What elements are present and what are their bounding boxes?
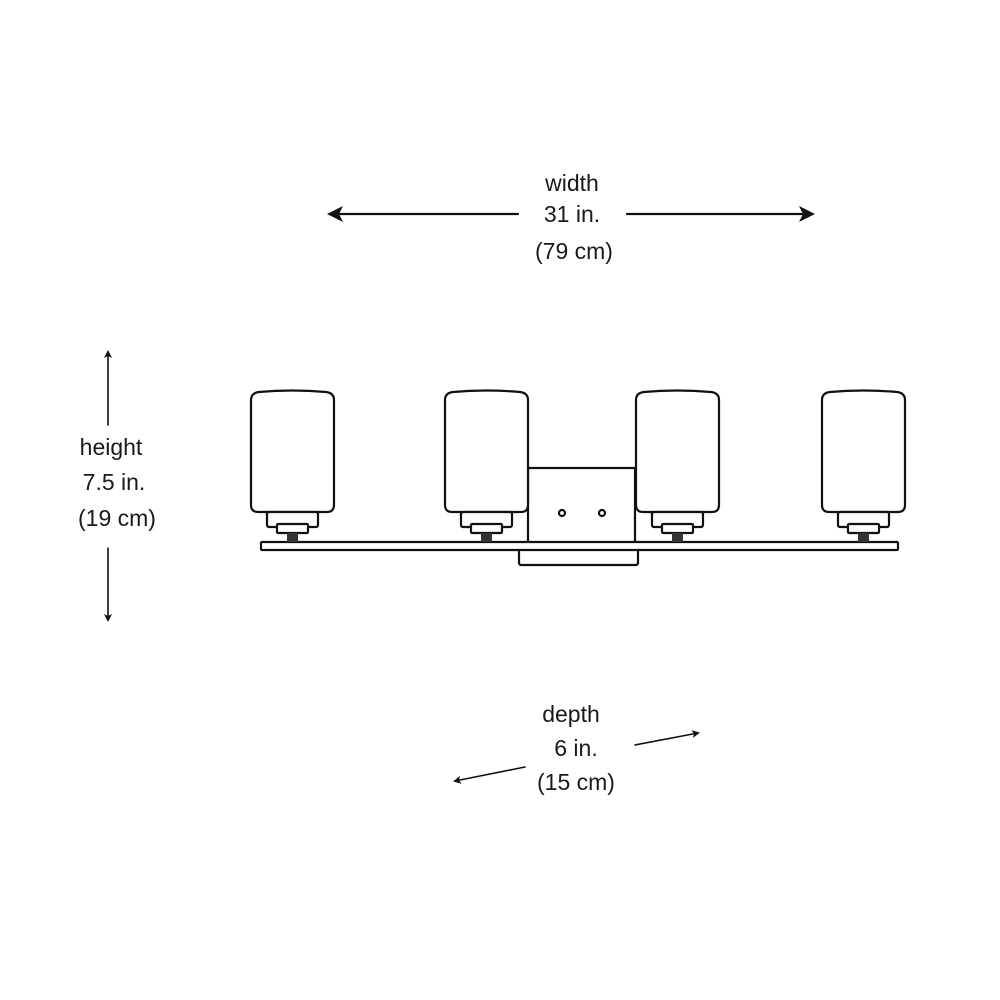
socket-cup [275,522,310,535]
depth-arrow-back [453,766,526,784]
height-label: height [80,434,143,460]
socket-stem [672,533,683,542]
width-dimension: width 31 in. (79 cm) [327,170,815,264]
socket-stem [858,533,869,542]
glass-shade [820,389,907,542]
socket-stem [287,533,298,542]
socket-cup [660,522,695,535]
socket-stem [481,533,492,542]
mount-screw [557,508,567,518]
mount-screw [597,508,607,518]
height-dimension: height 7.5 in. (19 cm) [78,350,156,622]
backplate [526,466,637,546]
depth-label: depth [542,701,600,727]
shade-glass [820,389,907,514]
glass-shade [443,389,530,542]
width-metric: (79 cm) [535,238,613,264]
height-imperial: 7.5 in. [83,469,146,495]
depth-arrow-front [634,730,700,746]
socket-cup [469,522,504,535]
width-label: width [544,170,599,196]
arm-bar [259,540,900,552]
glass-shade [634,389,721,542]
width-imperial: 31 in. [544,201,600,227]
glass-shade [249,389,336,542]
depth-metric: (15 cm) [537,769,615,795]
socket-cup [846,522,881,535]
shade-glass [634,389,721,514]
vanity-light-fixture [249,389,907,567]
height-metric: (19 cm) [78,505,156,531]
depth-dimension: depth 6 in. (15 cm) [453,701,700,795]
shade-glass [249,389,336,514]
shade-glass [443,389,530,514]
depth-imperial: 6 in. [554,735,597,761]
